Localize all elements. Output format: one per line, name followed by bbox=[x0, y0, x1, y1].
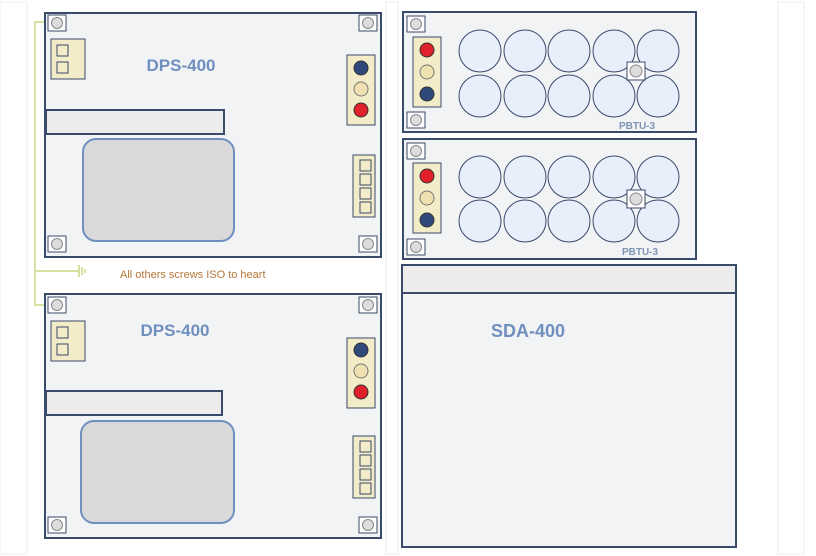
tube-socket-grid bbox=[458, 29, 680, 118]
dps-400-board-top: DPS-400 bbox=[44, 12, 382, 258]
screw-icon bbox=[358, 516, 378, 534]
led-red-icon bbox=[353, 384, 369, 400]
screw-icon bbox=[626, 189, 646, 209]
screw-icon bbox=[47, 296, 67, 314]
terminal-block-4pin bbox=[352, 154, 376, 218]
tube-socket-grid bbox=[458, 155, 680, 243]
right-guide bbox=[777, 1, 805, 555]
screw-icon bbox=[358, 235, 378, 253]
led-red-icon bbox=[419, 42, 435, 58]
screw-icon bbox=[626, 61, 646, 81]
board-title: SDA-400 bbox=[491, 321, 565, 341]
dps-400-board-bottom: DPS-400 bbox=[44, 293, 382, 539]
middle-guide bbox=[385, 1, 399, 555]
screw-icon bbox=[406, 111, 426, 129]
heatsink-bar bbox=[401, 264, 737, 294]
terminal-block-2pin bbox=[50, 38, 86, 80]
board-title: DPS-400 bbox=[147, 56, 216, 75]
led-red-icon bbox=[419, 168, 435, 184]
screw-icon bbox=[47, 235, 67, 253]
heatsink-bar bbox=[45, 390, 223, 416]
indicator-led-panel bbox=[412, 162, 442, 234]
led-cream-icon bbox=[419, 64, 435, 80]
indicator-led-panel bbox=[346, 54, 376, 126]
screw-icon bbox=[47, 516, 67, 534]
terminal-block-4pin bbox=[352, 435, 376, 499]
board-title: PBTU-3 bbox=[622, 247, 659, 258]
screw-icon bbox=[358, 296, 378, 314]
pbtu-3-board-top: PBTU-3 bbox=[402, 11, 697, 133]
heatsink-bar bbox=[45, 109, 225, 135]
pbtu-3-board-bottom: PBTU-3 bbox=[402, 138, 697, 260]
led-red-icon bbox=[353, 102, 369, 118]
led-cream-icon bbox=[419, 190, 435, 206]
led-cream-icon bbox=[353, 81, 369, 97]
screw-icon bbox=[406, 15, 426, 33]
terminal-block-2pin bbox=[50, 320, 86, 362]
left-guide bbox=[0, 1, 28, 555]
board-title: DPS-400 bbox=[141, 321, 210, 340]
transformer bbox=[80, 420, 235, 524]
led-blue-icon bbox=[419, 212, 435, 228]
indicator-led-panel bbox=[412, 36, 442, 108]
led-cream-icon bbox=[353, 363, 369, 379]
screw-icon bbox=[406, 238, 426, 256]
sda-400-board: SDA-400 bbox=[401, 264, 737, 548]
indicator-led-panel bbox=[346, 337, 376, 409]
screw-icon bbox=[47, 14, 67, 32]
screw-icon bbox=[358, 14, 378, 32]
board-title: PBTU-3 bbox=[619, 121, 656, 132]
led-blue-icon bbox=[353, 342, 369, 358]
screw-icon bbox=[406, 142, 426, 160]
led-blue-icon bbox=[419, 86, 435, 102]
ground-wire bbox=[34, 21, 86, 306]
ground-note: All others screws ISO to heart bbox=[120, 269, 266, 281]
transformer bbox=[82, 138, 235, 242]
led-blue-icon bbox=[353, 60, 369, 76]
